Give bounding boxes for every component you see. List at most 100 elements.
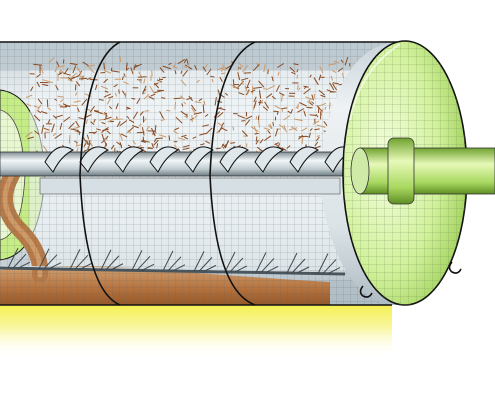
- fiber-particle-icon: [139, 111, 144, 116]
- fiber-particle-icon: [40, 66, 44, 74]
- fiber-particle-icon: [268, 85, 276, 90]
- fiber-particle-icon: [96, 128, 102, 131]
- fiber-particle-icon: [314, 128, 320, 131]
- fiber-particle-icon: [36, 104, 42, 112]
- fiber-particle-icon: [255, 116, 258, 120]
- glow-base: [0, 298, 392, 358]
- hooks: [359, 261, 462, 298]
- fiber-particle-icon: [140, 140, 147, 143]
- fiber-particle-icon: [308, 132, 311, 138]
- fiber-particle-icon: [241, 80, 244, 85]
- fiber-particle-icon: [136, 97, 141, 105]
- fiber-particle-icon: [37, 110, 42, 114]
- fiber-particle-icon: [281, 94, 283, 102]
- fiber-particle-icon: [128, 119, 135, 123]
- fiber-particle-icon: [137, 78, 143, 84]
- fiber-particle-icon: [240, 77, 249, 81]
- fiber-particle-icon: [155, 137, 163, 140]
- fiber-particle-icon: [159, 67, 165, 73]
- fiber-particle-icon: [267, 69, 269, 75]
- fiber-particle-icon: [259, 138, 264, 144]
- fiber-particle-icon: [174, 101, 177, 110]
- fiber-particle-icon: [51, 123, 55, 133]
- fiber-particle-icon: [206, 68, 212, 76]
- fiber-particle-icon: [133, 64, 136, 71]
- fiber-particle-icon: [70, 128, 79, 131]
- fiber-particle-icon: [173, 97, 182, 100]
- fiber-particle-icon: [43, 127, 50, 131]
- fiber-particle-icon: [173, 130, 179, 135]
- fiber-particle-icon: [83, 142, 87, 148]
- fiber-particles: [25, 56, 351, 160]
- fiber-particle-icon: [283, 114, 291, 121]
- fiber-particle-icon: [298, 134, 304, 140]
- hook-icon: [359, 285, 373, 298]
- fiber-particle-icon: [75, 144, 82, 147]
- fiber-particle-icon: [306, 106, 311, 109]
- fiber-particle-icon: [143, 78, 146, 84]
- fiber-particle-icon: [205, 140, 211, 144]
- fiber-particle-icon: [68, 134, 71, 144]
- fiber-particle-icon: [211, 78, 214, 83]
- fiber-particle-icon: [192, 136, 197, 139]
- fiber-particle-icon: [106, 130, 111, 135]
- lower-spike-bar: [0, 247, 346, 276]
- fiber-particle-icon: [177, 58, 185, 65]
- fiber-particle-icon: [25, 131, 33, 138]
- fiber-particle-icon: [238, 62, 242, 66]
- fiber-particle-icon: [330, 75, 333, 81]
- spike-tooth: [255, 252, 279, 273]
- fiber-particle-icon: [318, 89, 326, 96]
- fiber-particle-icon: [78, 117, 85, 120]
- fiber-particle-icon: [103, 78, 109, 84]
- fiber-particle-icon: [289, 66, 296, 73]
- fiber-particle-icon: [272, 122, 274, 126]
- fiber-particle-icon: [180, 110, 187, 116]
- fiber-particle-icon: [121, 90, 126, 96]
- fiber-particle-icon: [203, 100, 206, 105]
- fiber-particle-icon: [194, 64, 198, 71]
- fiber-particle-icon: [174, 127, 180, 131]
- fiber-particle-icon: [104, 143, 107, 148]
- fiber-particle-icon: [98, 99, 104, 101]
- fiber-particle-icon: [180, 79, 187, 87]
- fiber-particle-icon: [111, 70, 120, 73]
- fiber-particle-icon: [199, 132, 207, 136]
- spike-tooth: [69, 248, 93, 270]
- fiber-particle-icon: [242, 64, 249, 73]
- fiber-particle-icon: [141, 139, 150, 143]
- fiber-particle-icon: [47, 107, 52, 111]
- fiber-particle-icon: [151, 142, 154, 148]
- fiber-particle-icon: [184, 64, 193, 70]
- fiber-particle-icon: [84, 93, 92, 97]
- fiber-particle-icon: [309, 128, 313, 132]
- fiber-particle-icon: [116, 121, 121, 128]
- spike-tooth: [286, 252, 310, 274]
- fiber-particle-icon: [180, 70, 183, 74]
- fiber-particle-icon: [88, 66, 95, 74]
- fiber-particle-icon: [275, 84, 280, 92]
- fiber-particle-icon: [94, 110, 103, 115]
- fiber-particle-icon: [221, 122, 225, 126]
- fiber-particle-icon: [214, 97, 217, 106]
- fiber-particle-icon: [194, 101, 202, 104]
- fiber-particle-icon: [312, 120, 320, 125]
- fiber-particle-icon: [274, 142, 280, 146]
- fiber-particle-icon: [301, 127, 308, 132]
- fiber-particle-icon: [281, 147, 287, 152]
- fiber-particle-icon: [328, 63, 337, 66]
- fiber-particle-icon: [267, 130, 271, 135]
- fiber-particle-icon: [54, 133, 62, 139]
- fiber-particle-icon: [108, 106, 113, 110]
- fiber-particle-icon: [104, 90, 109, 93]
- fiber-particle-icon: [154, 90, 163, 94]
- fiber-particle-icon: [314, 141, 319, 147]
- fiber-particle-icon: [33, 63, 43, 66]
- fiber-particle-icon: [218, 107, 226, 111]
- drive-shaft: [350, 137, 495, 205]
- fiber-particle-icon: [303, 85, 308, 89]
- fiber-particle-icon: [119, 132, 123, 141]
- fiber-particle-icon: [106, 98, 111, 105]
- fiber-particle-icon: [258, 80, 265, 88]
- fiber-particle-icon: [316, 124, 326, 128]
